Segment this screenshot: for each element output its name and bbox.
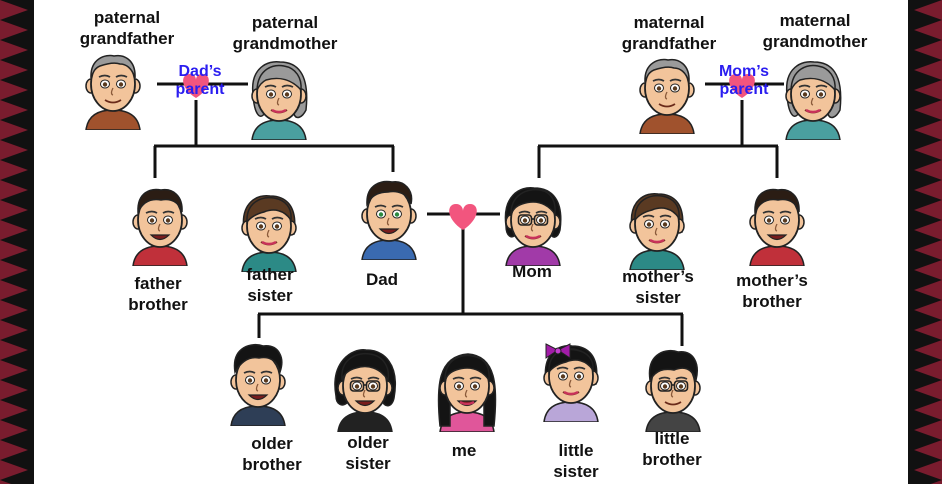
mother-sister-avatar	[622, 184, 692, 270]
me-avatar	[432, 346, 502, 432]
mother-brother-avatar	[742, 180, 812, 266]
cartoon-avatar-icon	[504, 187, 562, 266]
cartoon-avatar-icon	[361, 180, 417, 260]
heart-icon	[729, 74, 755, 98]
left-decorative-border	[0, 0, 34, 484]
cartoon-avatar-icon	[645, 350, 701, 432]
paternal-grandmother-avatar	[244, 54, 314, 140]
maternal-grandmother-avatar	[778, 54, 848, 140]
cartoon-avatar-icon	[241, 194, 297, 272]
mom-label: Mom	[512, 262, 552, 281]
cartoon-avatar-icon	[334, 349, 396, 432]
mom-avatar	[498, 180, 568, 266]
cartoon-avatar-icon	[749, 188, 805, 266]
cartoon-avatar-icon	[85, 54, 141, 130]
cartoon-avatar-icon	[132, 188, 188, 266]
dad-label: Dad	[365, 270, 399, 289]
cartoon-avatar-icon	[437, 353, 497, 432]
cartoon-avatar-icon	[639, 58, 695, 134]
older-brother-avatar	[223, 340, 293, 426]
dad-avatar	[354, 174, 424, 260]
me-label: me	[451, 441, 477, 460]
older-sister-avatar	[330, 346, 400, 432]
cartoon-avatar-icon	[785, 60, 842, 140]
father-brother-avatar	[125, 180, 195, 266]
paternal-grandfather-avatar	[78, 44, 148, 130]
right-decorative-border	[908, 0, 942, 484]
cartoon-avatar-icon	[629, 192, 685, 270]
cartoon-avatar-icon	[230, 343, 286, 426]
father-sister-avatar	[234, 186, 304, 272]
cartoon-avatar-icon	[251, 60, 308, 140]
little-brother-avatar	[638, 346, 708, 432]
maternal-grandfather-avatar	[632, 48, 702, 134]
little-sister-avatar	[536, 336, 606, 422]
heart-icon	[449, 204, 477, 230]
cartoon-avatar-icon	[543, 343, 599, 422]
heart-icon	[183, 74, 209, 98]
